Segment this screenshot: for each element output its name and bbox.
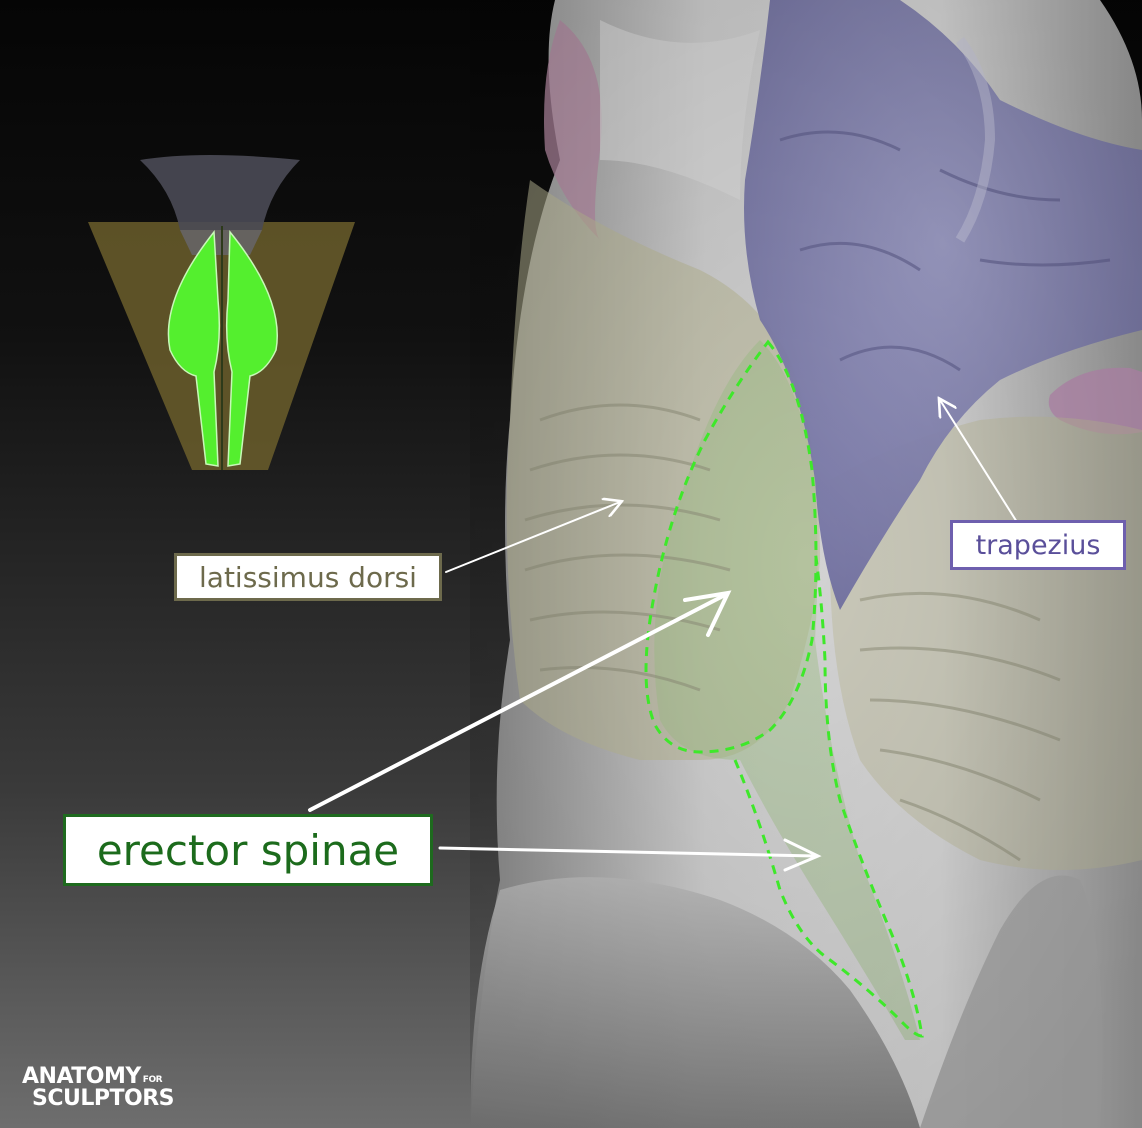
brand-logo: ANATOMY FOR SCULPTORS xyxy=(22,1064,175,1111)
erector-spinae-label: erector spinae xyxy=(63,814,433,886)
trapezius-label: trapezius xyxy=(950,520,1126,570)
logo-for: FOR xyxy=(142,1075,163,1085)
latissimus-dorsi-label: latissimus dorsi xyxy=(174,553,442,601)
pointer-arrows xyxy=(308,400,1023,872)
logo-line2: SCULPTORS xyxy=(32,1086,175,1111)
inset-diagram xyxy=(88,155,355,470)
erector-spinae-outline xyxy=(644,339,924,1038)
logo-line1: ANATOMY xyxy=(22,1064,141,1089)
